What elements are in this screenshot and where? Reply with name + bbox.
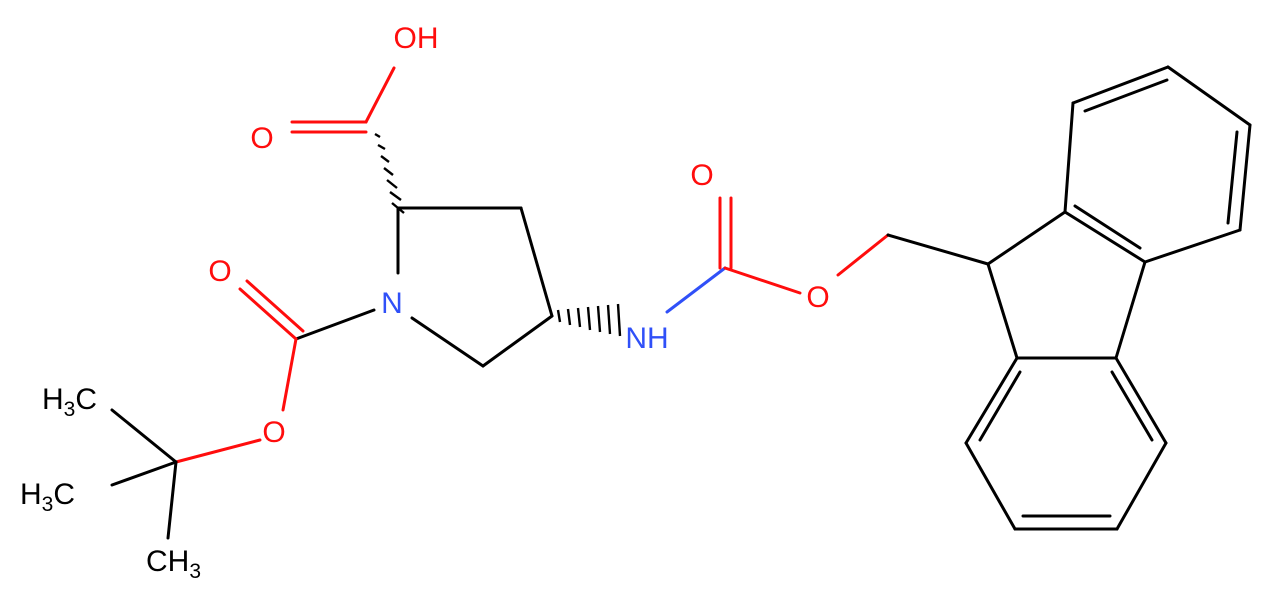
- bond-c5-n: [410, 316, 485, 368]
- atom-label-fmoc-ester-o: O: [806, 281, 829, 314]
- bond-ring2-a: [964, 356, 1019, 445]
- bond-c-o-fmoc-ester: [723, 266, 802, 295]
- atom-label-methyl-3: CH3: [146, 545, 201, 583]
- bond-c-o-boc-double-a: [238, 287, 298, 341]
- hashed-wedge-c2-carboxyl: [374, 132, 405, 214]
- atom-label-acid-carbonyl-o: O: [250, 122, 273, 155]
- bond-cq-me1: [110, 408, 178, 464]
- bond-c9-c9a: [986, 210, 1067, 266]
- hashed-wedge-c4-nh: [556, 303, 622, 337]
- bond-nh-c: [665, 266, 727, 314]
- bond-ring1-c: [1166, 65, 1252, 127]
- bond-ring2-d: [1115, 441, 1168, 531]
- bond-c3-c4: [519, 206, 554, 318]
- bond-ring2-b: [964, 441, 1017, 531]
- bond-ring1-inner-a: [1083, 78, 1169, 113]
- bond-ring1-inner-c: [1073, 204, 1142, 250]
- atom-label-methyl-1: H3C: [42, 383, 97, 421]
- bond-ring2-inner-c: [1110, 370, 1154, 442]
- bond-ch2-c9: [886, 233, 990, 266]
- bond-ring1-a: [1063, 101, 1075, 214]
- bond-ring1-e: [1143, 228, 1242, 264]
- bond-c4-c5: [481, 314, 554, 368]
- bond-c9a-c4a: [1063, 210, 1147, 264]
- bond-ring1-d: [1238, 123, 1252, 232]
- atom-label-ring-n: N: [381, 287, 403, 320]
- bond-cq-me2: [110, 460, 178, 487]
- bond-c9-c8a: [986, 262, 1019, 360]
- bond-o-cq: [174, 438, 262, 464]
- bond-ring1-inner-b: [1226, 130, 1239, 225]
- bond-cq-me3: [166, 460, 178, 540]
- atom-label-boc-carbonyl-o: O: [208, 255, 231, 288]
- bond-c-o-boc-double-b: [245, 279, 305, 333]
- atom-label-fmoc-carbonyl-o: O: [690, 159, 713, 192]
- atom-labels: OH O N NH O O O O H3C H3C CH3: [20, 22, 830, 583]
- bond-ring1-b: [1071, 65, 1170, 105]
- bond-ring2-e: [1114, 356, 1168, 445]
- atom-label-methyl-2: H3C: [20, 478, 75, 516]
- bond-ring2-inner-a: [978, 370, 1022, 442]
- bond-o-ch2: [836, 233, 890, 277]
- bond-c-o-boc-ester: [281, 337, 298, 412]
- atom-label-oh: OH: [394, 22, 439, 55]
- bond-c4a-c4b: [1114, 260, 1147, 360]
- bond-n-c-boc: [294, 308, 376, 341]
- bonds: [110, 65, 1252, 540]
- bond-c-oh: [364, 66, 396, 124]
- atom-label-boc-ester-o: O: [262, 416, 285, 449]
- atom-label-nh: NH: [625, 322, 668, 355]
